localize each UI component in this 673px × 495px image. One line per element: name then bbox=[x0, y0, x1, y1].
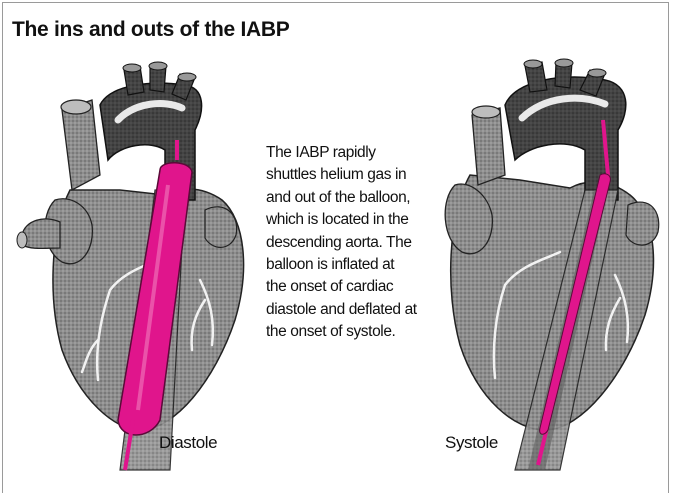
description-line: the onset of cardiac bbox=[266, 276, 466, 298]
description-line: shuttles helium gas in bbox=[266, 164, 466, 186]
description-line: and out of the balloon, bbox=[266, 187, 466, 209]
diastole-label: Diastole bbox=[159, 433, 217, 453]
description-line: the onset of systole. bbox=[266, 321, 466, 343]
description-text: The IABP rapidly shuttles helium gas in … bbox=[266, 142, 466, 344]
systole-label: Systole bbox=[445, 433, 498, 453]
description-line: descending aorta. The bbox=[266, 232, 466, 254]
description-line: diastole and deflated at bbox=[266, 299, 466, 321]
description-line: The IABP rapidly bbox=[266, 142, 466, 164]
description-line: which is located in the bbox=[266, 209, 466, 231]
description-line: balloon is inflated at bbox=[266, 254, 466, 276]
